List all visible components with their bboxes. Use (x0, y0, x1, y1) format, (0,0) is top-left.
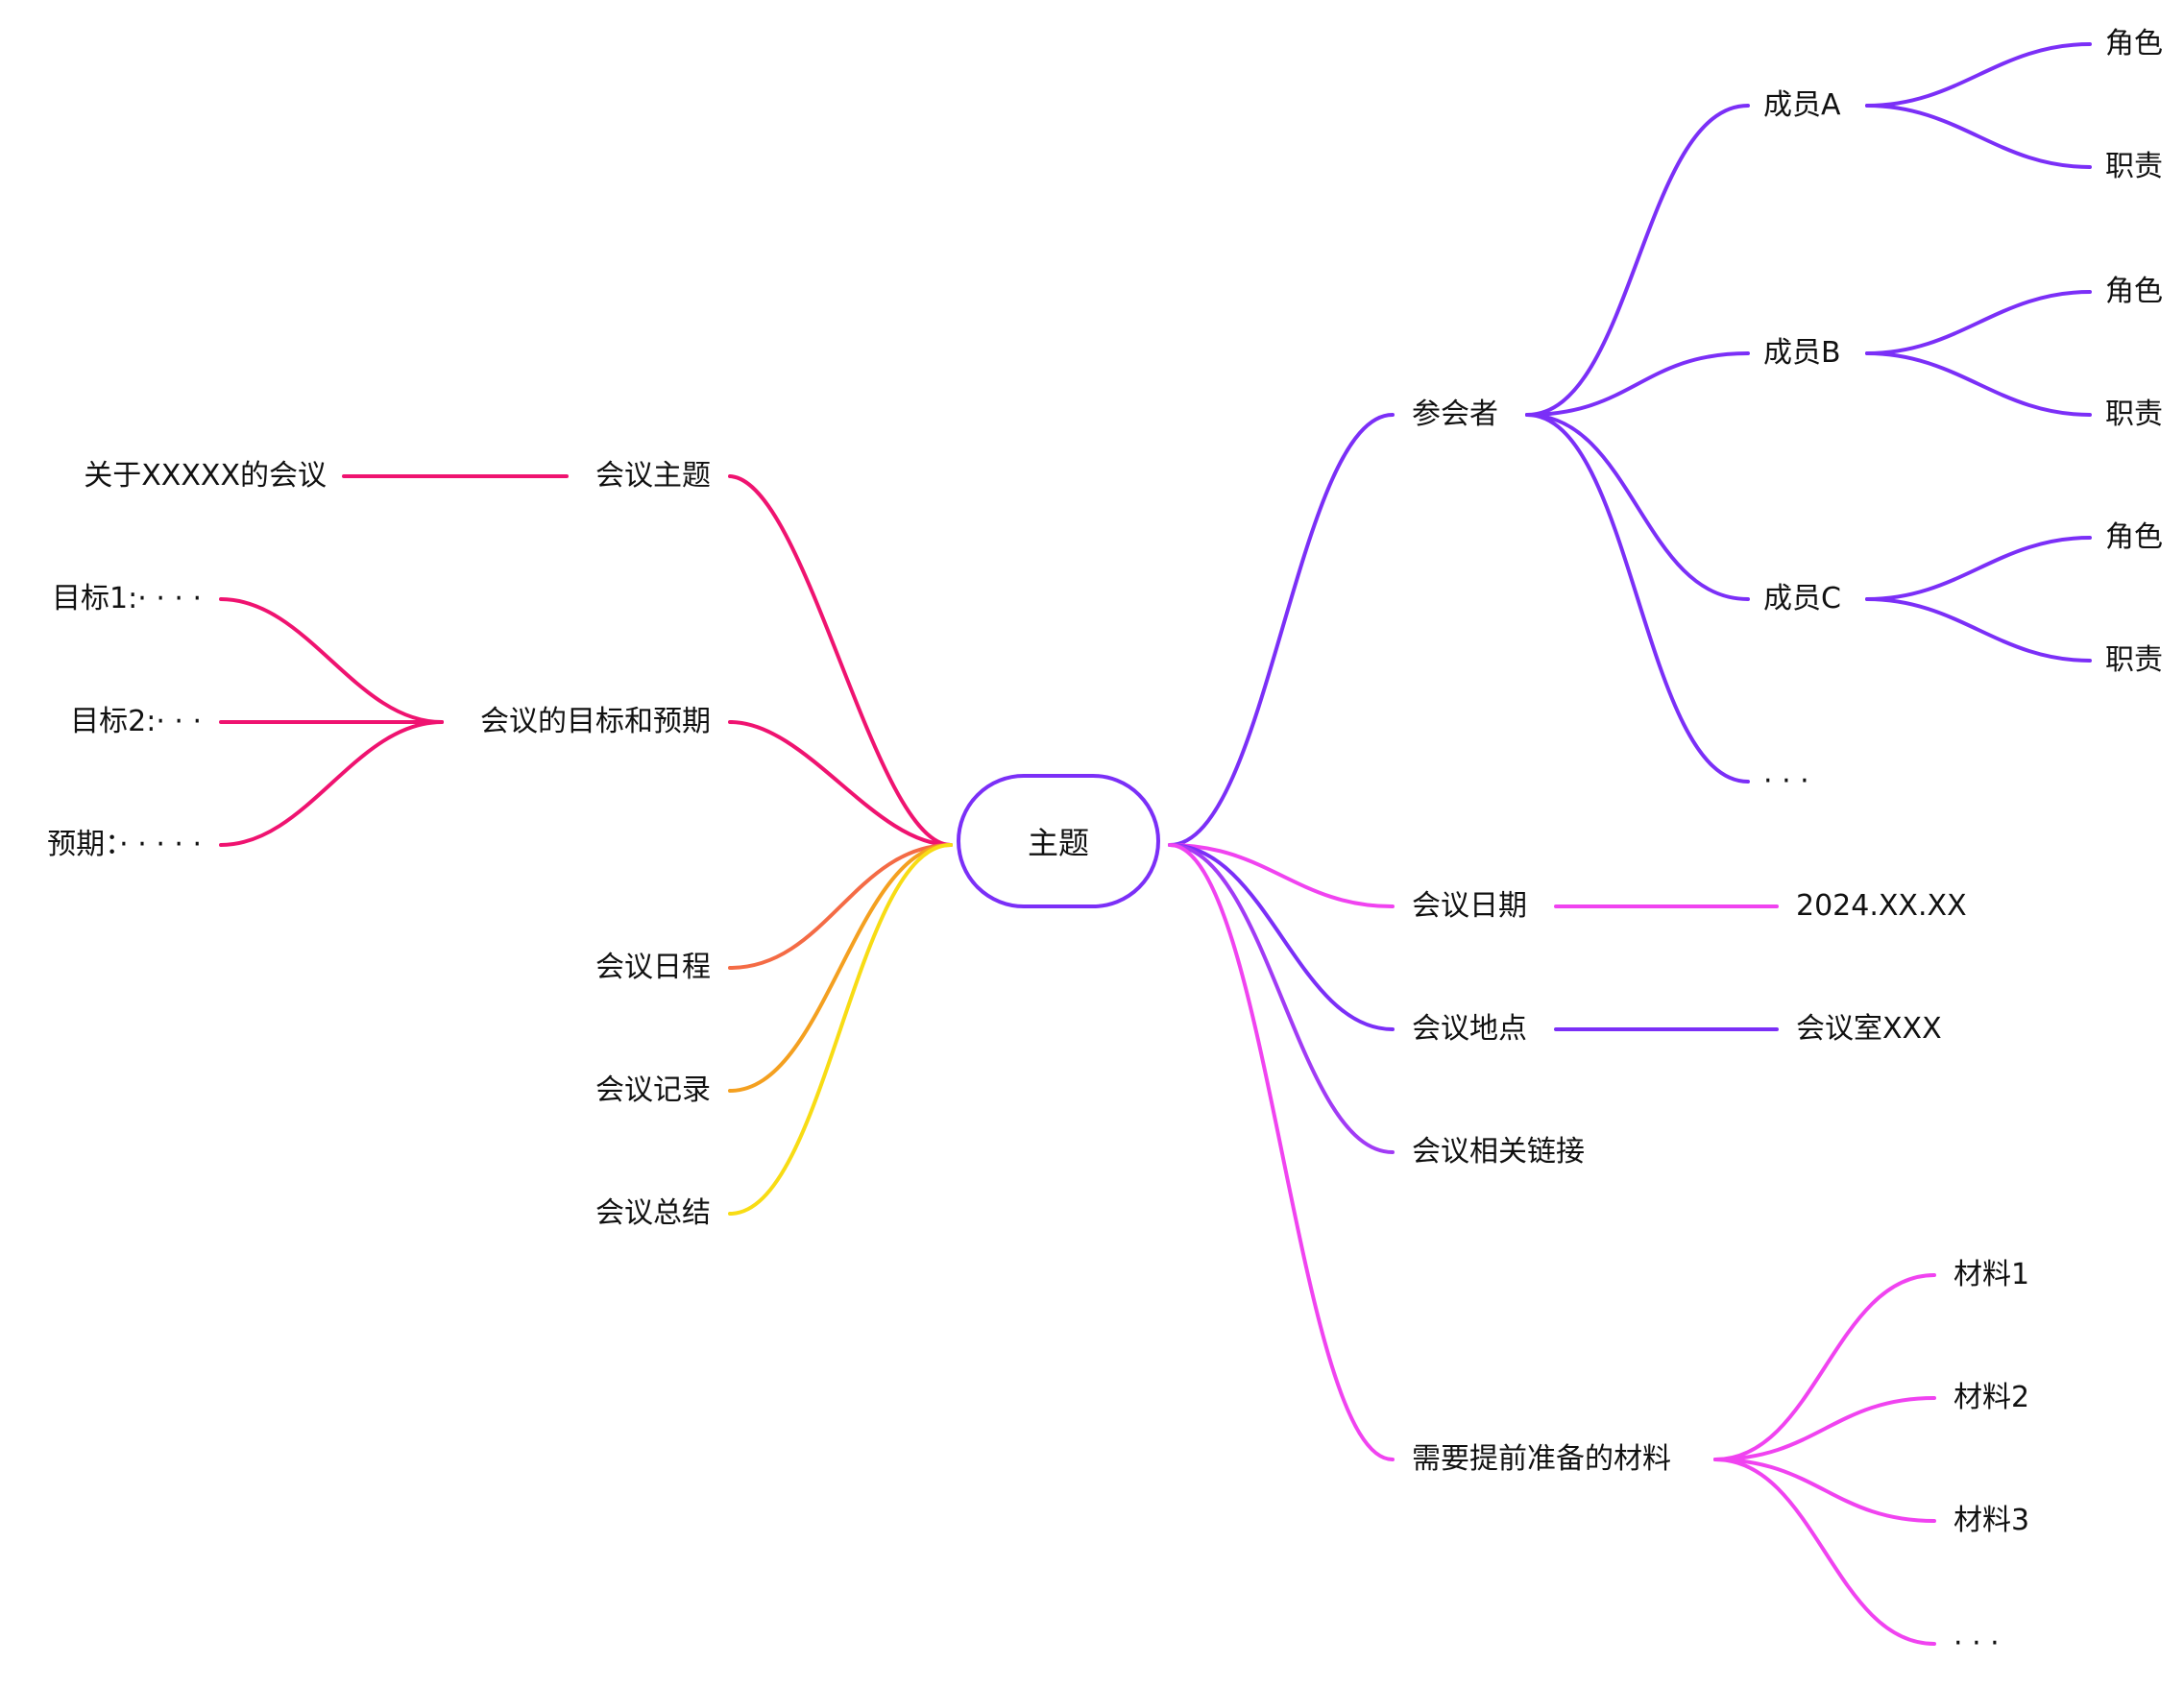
edge-root-date (1168, 843, 1395, 908)
edge-memberB-duty (1865, 351, 2092, 417)
edge-materials-m1 (1713, 1273, 1936, 1461)
edge-attendees-memberA (1525, 104, 1750, 417)
node-meeting-topic-child[interactable]: 关于XXXXX的会议 (84, 459, 327, 493)
root-label: 主题 (1027, 825, 1089, 861)
node-date-value[interactable]: 2024.XX.XX (1796, 889, 1967, 923)
node-materials-more[interactable]: · · · (1953, 1627, 2000, 1660)
edge-attendees-memberC (1525, 413, 1750, 601)
node-schedule[interactable]: 会议日程 (595, 951, 711, 984)
edge-root-topic (728, 474, 953, 847)
edge-root-links (1168, 843, 1395, 1154)
edge-root-materials (1168, 843, 1395, 1461)
node-member-c-role[interactable]: 角色 (2105, 520, 2163, 554)
node-goal-1[interactable]: 目标1:· · · · (52, 582, 202, 615)
node-expectation[interactable]: 预期：· · · · · (47, 828, 202, 861)
node-member-c-duty[interactable]: 职责 (2105, 643, 2163, 677)
node-material-3[interactable]: 材料3 (1953, 1504, 2030, 1537)
node-records[interactable]: 会议记录 (595, 1073, 711, 1107)
edge-goals-goal1 (219, 597, 444, 724)
edge-memberC-role (1865, 536, 2092, 601)
edge-materials-more (1713, 1458, 1936, 1646)
node-member-a-role[interactable]: 角色 (2105, 27, 2163, 60)
edge-memberA-role (1865, 42, 2092, 108)
node-material-1[interactable]: 材料1 (1953, 1258, 2030, 1291)
node-summary[interactable]: 会议总结 (595, 1196, 711, 1230)
node-goals[interactable]: 会议的目标和预期 (480, 705, 711, 738)
edge-attendees-memberB (1525, 351, 1750, 417)
edge-memberB-role (1865, 290, 2092, 355)
node-material-2[interactable]: 材料2 (1953, 1381, 2030, 1414)
node-member-c[interactable]: 成员C (1763, 582, 1841, 615)
edge-root-location (1168, 843, 1395, 1031)
node-member-a-duty[interactable]: 职责 (2105, 150, 2163, 183)
edge-materials-m2 (1713, 1396, 1936, 1461)
root-node[interactable]: 主题 (957, 774, 1160, 908)
node-attendees[interactable]: 参会者 (1412, 398, 1498, 431)
edge-root-schedule (728, 843, 953, 970)
node-member-b[interactable]: 成员B (1763, 336, 1841, 370)
edge-memberC-duty (1865, 597, 2092, 663)
node-meeting-topic[interactable]: 会议主题 (595, 459, 711, 493)
edge-root-records (728, 843, 953, 1093)
node-goal-2[interactable]: 目标2:· · · (70, 705, 202, 738)
node-location-value[interactable]: 会议室XXX (1796, 1012, 1942, 1046)
edge-root-goals (728, 720, 953, 847)
edge-attendees-more (1525, 413, 1750, 784)
edge-memberA-duty (1865, 104, 2092, 169)
edge-goals-expect (219, 720, 444, 847)
node-member-b-role[interactable]: 角色 (2105, 275, 2163, 308)
edge-root-attendees (1168, 413, 1395, 847)
node-materials[interactable]: 需要提前准备的材料 (1412, 1442, 1671, 1476)
node-member-a[interactable]: 成员A (1763, 88, 1841, 122)
node-attendees-more[interactable]: · · · (1763, 764, 1809, 798)
node-member-b-duty[interactable]: 职责 (2105, 398, 2163, 431)
edge-root-summary (728, 843, 953, 1216)
edge-materials-m3 (1713, 1458, 1936, 1523)
node-location[interactable]: 会议地点 (1412, 1012, 1527, 1046)
node-date[interactable]: 会议日期 (1412, 889, 1527, 923)
node-links[interactable]: 会议相关链接 (1412, 1135, 1585, 1169)
